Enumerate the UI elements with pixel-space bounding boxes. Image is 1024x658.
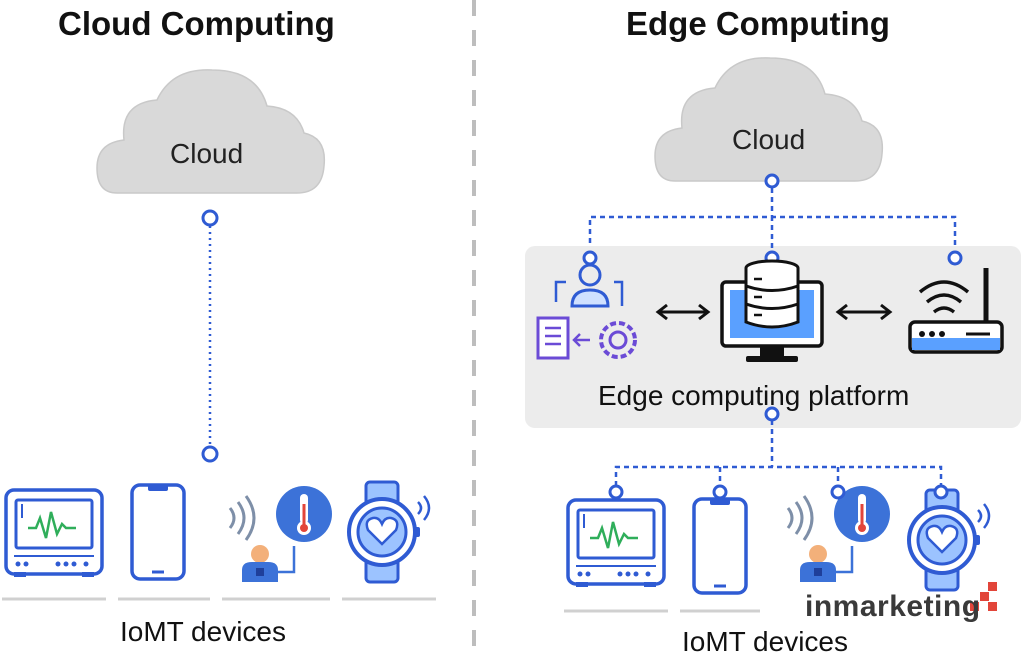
- inmarketing-logo-icon: [970, 582, 997, 611]
- iomt-devices-label: IoMT devices: [682, 626, 848, 657]
- wifi-router-icon: [908, 268, 1004, 354]
- watermark-text: inmarketing: [805, 590, 981, 623]
- link-node: [947, 250, 963, 266]
- link-node: [201, 209, 219, 227]
- cloud-label: Cloud: [170, 138, 244, 169]
- link-node: [608, 484, 624, 500]
- smartwatch-heart-icon: [907, 488, 991, 592]
- smartphone-icon: [692, 497, 748, 595]
- link-node: [830, 484, 846, 500]
- link-node: [933, 484, 949, 500]
- device-branch-link: [614, 465, 943, 486]
- database-server-icon: [720, 259, 824, 362]
- cloud-icon: [96, 69, 326, 194]
- link-node: [764, 173, 780, 189]
- patient-monitor-icon: [4, 488, 104, 579]
- cloud-icon: [654, 57, 884, 182]
- link-node: [582, 250, 598, 266]
- edge-computing-title: Edge Computing: [626, 5, 890, 42]
- thermometer-patient-icon: [786, 484, 892, 584]
- double-arrow-icon: [835, 303, 893, 321]
- link-node: [201, 445, 219, 463]
- user-workflow-icon: [536, 263, 637, 360]
- edge-platform-label: Edge computing platform: [598, 380, 910, 411]
- double-arrow-icon: [655, 303, 711, 321]
- thermometer-patient-icon: [228, 484, 334, 584]
- smartphone-icon: [130, 483, 186, 581]
- iomt-devices-label: IoMT devices: [120, 616, 286, 647]
- cloud-label: Cloud: [732, 124, 806, 155]
- patient-monitor-icon: [566, 498, 666, 589]
- smartwatch-heart-icon: [347, 480, 431, 584]
- link-node: [712, 484, 728, 500]
- cloud-computing-title: Cloud Computing: [58, 5, 335, 42]
